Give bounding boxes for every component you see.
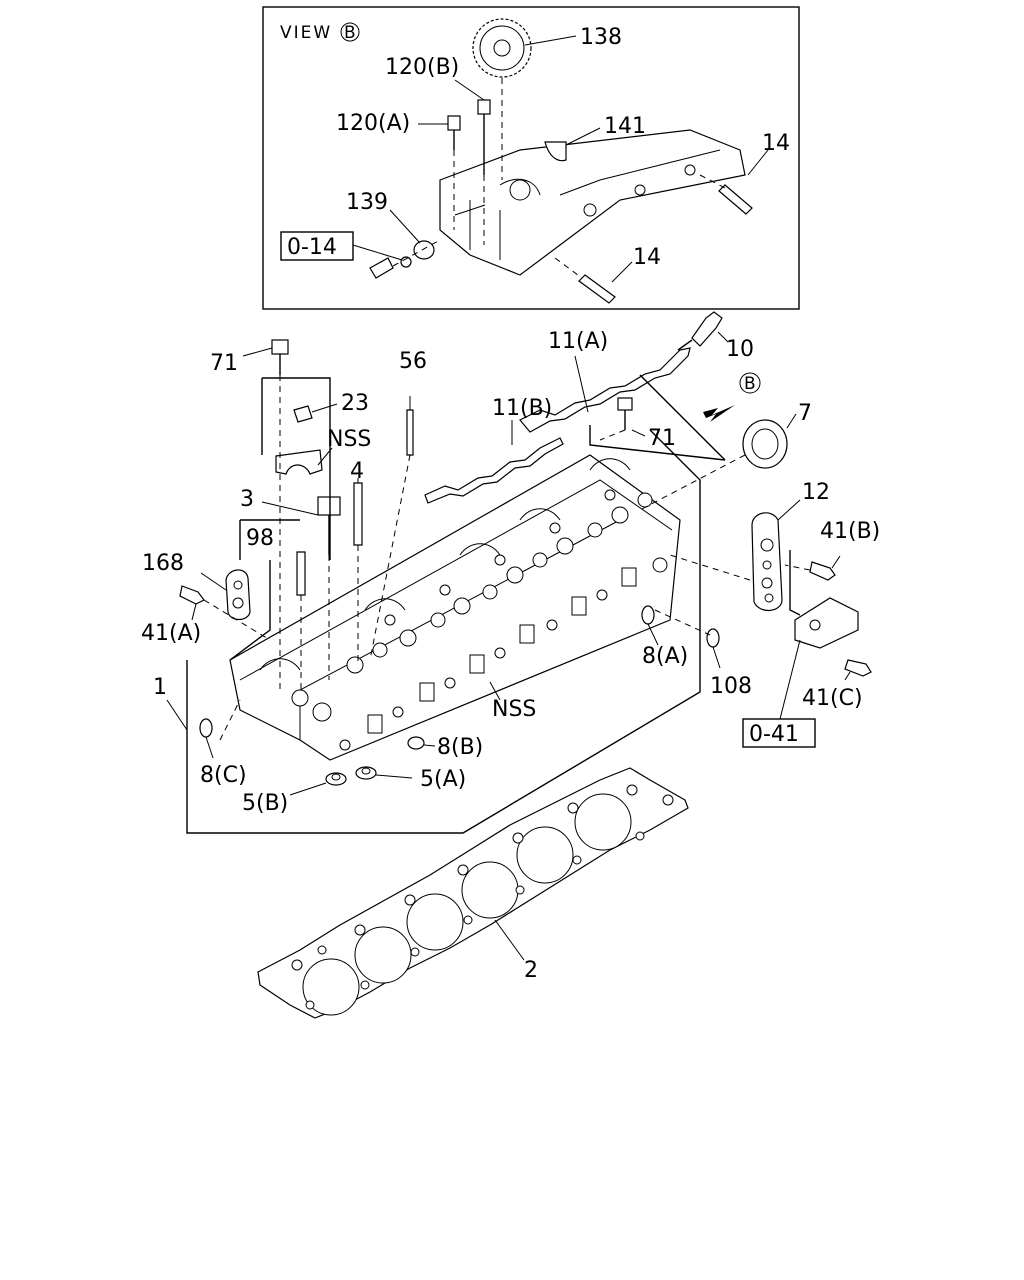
bolt-41c xyxy=(844,659,872,677)
ref-label-0-14: 0-14 xyxy=(287,235,337,260)
view-direction-arrow: B xyxy=(703,372,761,422)
o-ring-8a xyxy=(641,605,655,625)
washer-108 xyxy=(706,628,720,648)
callout-14-upper: 14 xyxy=(762,131,790,156)
bolt-41b xyxy=(809,561,836,581)
bolt-0-14 xyxy=(369,257,394,279)
seal-5a xyxy=(355,766,377,780)
assembly-bracket xyxy=(186,429,701,834)
plug-8c xyxy=(199,718,213,738)
stud-56 xyxy=(406,409,414,456)
callout-10: 10 xyxy=(726,337,754,362)
callout-71-upper: 71 xyxy=(210,351,238,376)
bracket-168 xyxy=(225,569,251,621)
callout-5a: 5(A) xyxy=(420,767,466,792)
seal-7 xyxy=(742,419,788,469)
callout-120b: 120(B) xyxy=(385,55,459,80)
cap-141 xyxy=(544,141,567,162)
callout-120a: 120(A) xyxy=(336,111,410,136)
ref-box-0-14[interactable] xyxy=(280,231,354,261)
bearing-cap-nss xyxy=(275,449,323,475)
bolt-3 xyxy=(317,496,341,555)
stud-98 xyxy=(296,551,306,596)
bolt-120b xyxy=(477,99,491,175)
view-direction-marker: B xyxy=(744,374,756,394)
view-b-marker-circle xyxy=(340,22,360,42)
callout-41b: 41(B) xyxy=(820,519,880,544)
callout-11a: 11(A) xyxy=(548,329,608,354)
callout-139: 139 xyxy=(346,190,388,215)
nut-23 xyxy=(293,405,313,423)
stud-14-upper xyxy=(718,184,753,215)
bracket-0-41 xyxy=(794,597,859,649)
callout-nss-head: NSS xyxy=(492,697,536,722)
callout-141: 141 xyxy=(604,114,646,139)
callout-nss-cap: NSS xyxy=(327,427,371,452)
callout-14-lower: 14 xyxy=(633,245,661,270)
callout-1: 1 xyxy=(153,675,167,700)
inset-cylinder-head-end xyxy=(439,129,746,276)
bolt-41a xyxy=(179,585,205,605)
callout-3: 3 xyxy=(240,487,254,512)
callout-23: 23 xyxy=(341,391,369,416)
callout-4: 4 xyxy=(350,459,364,484)
view-b-title: VIEW xyxy=(280,23,332,43)
callout-8b: 8(B) xyxy=(437,735,483,760)
head-gasket-2: 2 xyxy=(257,767,689,1019)
ref-label-0-41: 0-41 xyxy=(749,722,799,747)
view-b-frame xyxy=(262,6,800,310)
ref-box-0-41[interactable] xyxy=(742,718,816,748)
stud-14-lower xyxy=(578,274,616,304)
cylinder-head-1 xyxy=(229,454,681,761)
callout-98: 98 xyxy=(246,526,274,551)
bolt-120a xyxy=(447,115,461,150)
callout-71-right: 71 xyxy=(648,426,676,451)
glow-plug-10 xyxy=(677,311,723,351)
callout-2: 2 xyxy=(524,958,538,983)
seal-139 xyxy=(400,240,435,268)
bolt-71-upper xyxy=(271,339,289,375)
callout-56: 56 xyxy=(399,349,427,374)
bolt-71-right xyxy=(617,397,633,430)
dowel-4 xyxy=(353,482,363,546)
callout-41c: 41(C) xyxy=(802,686,863,711)
callout-7: 7 xyxy=(798,401,812,426)
plug-8b xyxy=(407,736,425,750)
gasket-11b xyxy=(424,437,564,504)
callout-5b: 5(B) xyxy=(242,791,288,816)
view-b-marker: B xyxy=(344,23,356,43)
callout-8c: 8(C) xyxy=(200,763,247,788)
callout-138: 138 xyxy=(580,25,622,50)
main-assembly: B 0-41 xyxy=(141,311,880,834)
callout-41a: 41(A) xyxy=(141,621,201,646)
gear-138 xyxy=(472,18,532,78)
callout-12: 12 xyxy=(802,480,830,505)
view-b-inset: VIEW B xyxy=(262,6,800,310)
bracket-12 xyxy=(751,512,783,611)
callout-8a: 8(A) xyxy=(642,644,688,669)
seal-5b xyxy=(325,772,347,786)
callout-168: 168 xyxy=(142,551,184,576)
callout-11b: 11(B) xyxy=(492,396,552,421)
callout-108: 108 xyxy=(710,674,752,699)
gasket-11a xyxy=(519,347,691,433)
